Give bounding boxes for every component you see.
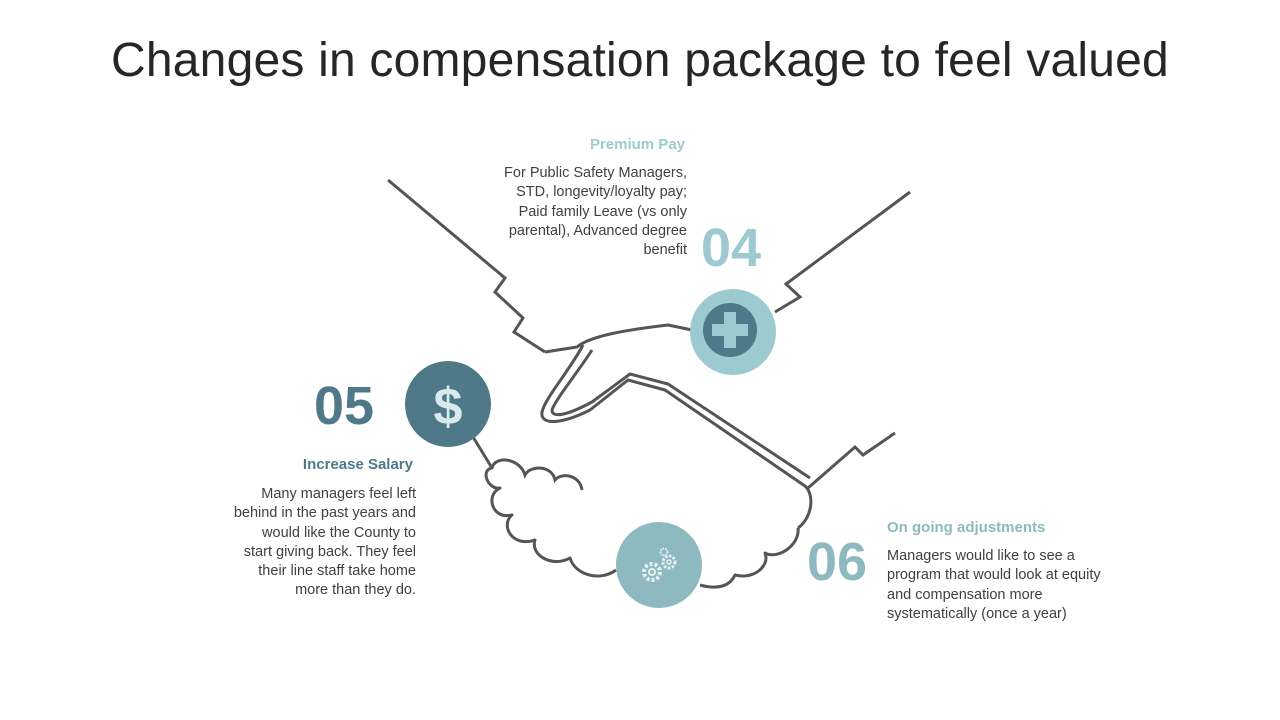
plus-icon [703,303,757,357]
fingers-outline [468,431,800,589]
thumb-outline-outer [540,323,813,530]
premium-pay-line: parental), Advanced degree [508,222,687,239]
increase-salary-line: behind in the past years and [233,505,416,522]
increase-salary-line: their line staff take home [258,563,416,580]
number-06: 06 [807,532,868,592]
dollar-circle [405,361,491,447]
gears-circle [616,522,702,608]
increase-salary-line: Many managers feel left [261,486,416,502]
ongoing-adjustments-heading: On going adjustments [887,519,1046,536]
left-sleeve-outline [387,178,546,354]
premium-pay-line: Paid family Leave (vs only [518,203,687,220]
increase-salary-heading: Increase Salary [302,456,413,473]
increase-salary-line: more than they do. [295,582,416,599]
thumb-outline-inner [550,349,811,480]
premium-pay-text: For Public Safety Managers, STD, longevi… [440,164,687,260]
premium-pay-heading: Premium Pay [589,136,685,153]
ongoing-adjustments-line: and compensation more [887,586,1043,603]
increase-salary-line: would like the County to [262,524,416,541]
number-04: 04 [701,218,762,278]
right-lower-sleeve-outline [807,431,896,490]
right-sleeve-outline [774,190,911,314]
gears-icon [642,547,677,582]
number-05: 05 [314,376,375,436]
premium-pay-line: STD, longevity/loyalty pay; [516,184,687,201]
premium-pay-line: benefit [643,242,687,259]
page-title: Changes in compensation package to feel … [111,34,1169,87]
dollar-icon: $ [434,378,463,436]
increase-salary-line: start giving back. They feel [243,543,416,560]
increase-salary-text: Many managers feel left behind in the pa… [196,485,416,601]
finger-tops-outline [490,458,584,491]
ongoing-adjustments-line: systematically (once a year) [887,605,1067,622]
ongoing-adjustments-text: Managers would like to see a program tha… [887,547,1147,624]
ongoing-adjustments-line: program that would look at equity [887,567,1101,584]
ongoing-adjustments-line: Managers would like to see a [887,548,1075,564]
premium-pay-line: For Public Safety Managers, [504,165,687,181]
